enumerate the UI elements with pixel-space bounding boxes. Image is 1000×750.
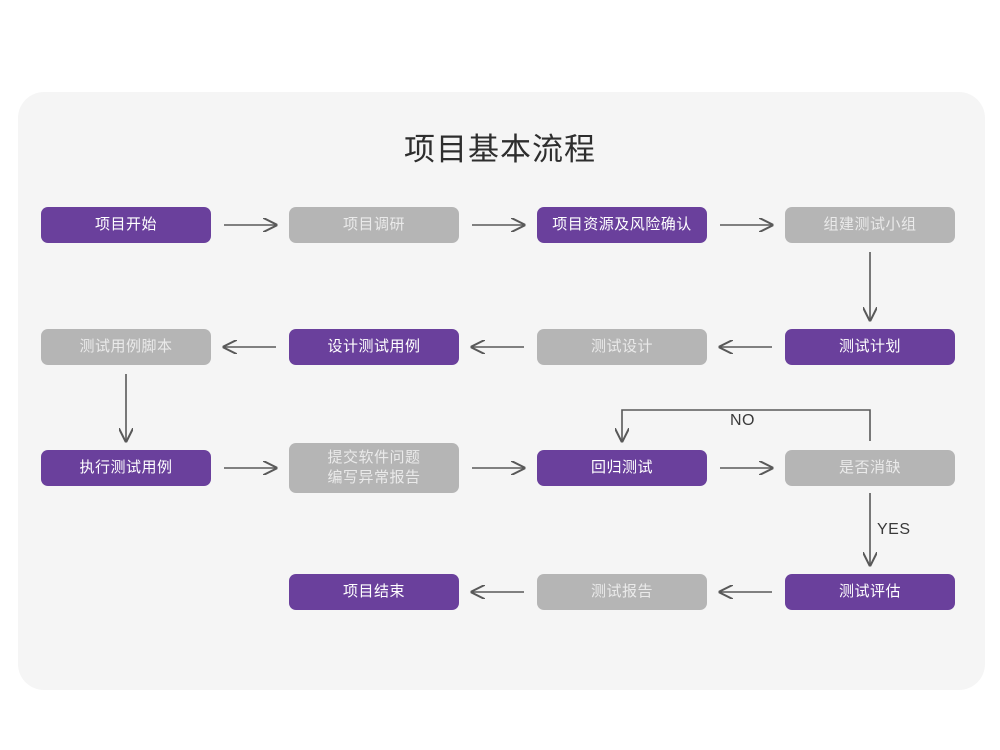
node-project-start[interactable]: 项目开始 (41, 207, 211, 243)
node-test-case-script[interactable]: 测试用例脚本 (41, 329, 211, 365)
node-project-end[interactable]: 项目结束 (289, 574, 459, 610)
node-resource-risk-confirm[interactable]: 项目资源及风险确认 (537, 207, 707, 243)
node-execute-test-cases[interactable]: 执行测试用例 (41, 450, 211, 486)
page-title: 项目基本流程 (404, 132, 596, 167)
node-test-evaluation[interactable]: 测试评估 (785, 574, 955, 610)
node-test-design[interactable]: 测试设计 (537, 329, 707, 365)
node-project-research[interactable]: 项目调研 (289, 207, 459, 243)
node-test-report[interactable]: 测试报告 (537, 574, 707, 610)
node-defects-cleared[interactable]: 是否消缺 (785, 450, 955, 486)
node-regression-test[interactable]: 回归测试 (537, 450, 707, 486)
node-submit-defect-report[interactable]: 提交软件问题 编写异常报告 (289, 443, 459, 493)
edge-label-no: NO (730, 412, 755, 429)
node-form-test-team[interactable]: 组建测试小组 (785, 207, 955, 243)
node-design-test-cases[interactable]: 设计测试用例 (289, 329, 459, 365)
edge-label-yes: YES (877, 521, 911, 538)
node-test-plan[interactable]: 测试计划 (785, 329, 955, 365)
